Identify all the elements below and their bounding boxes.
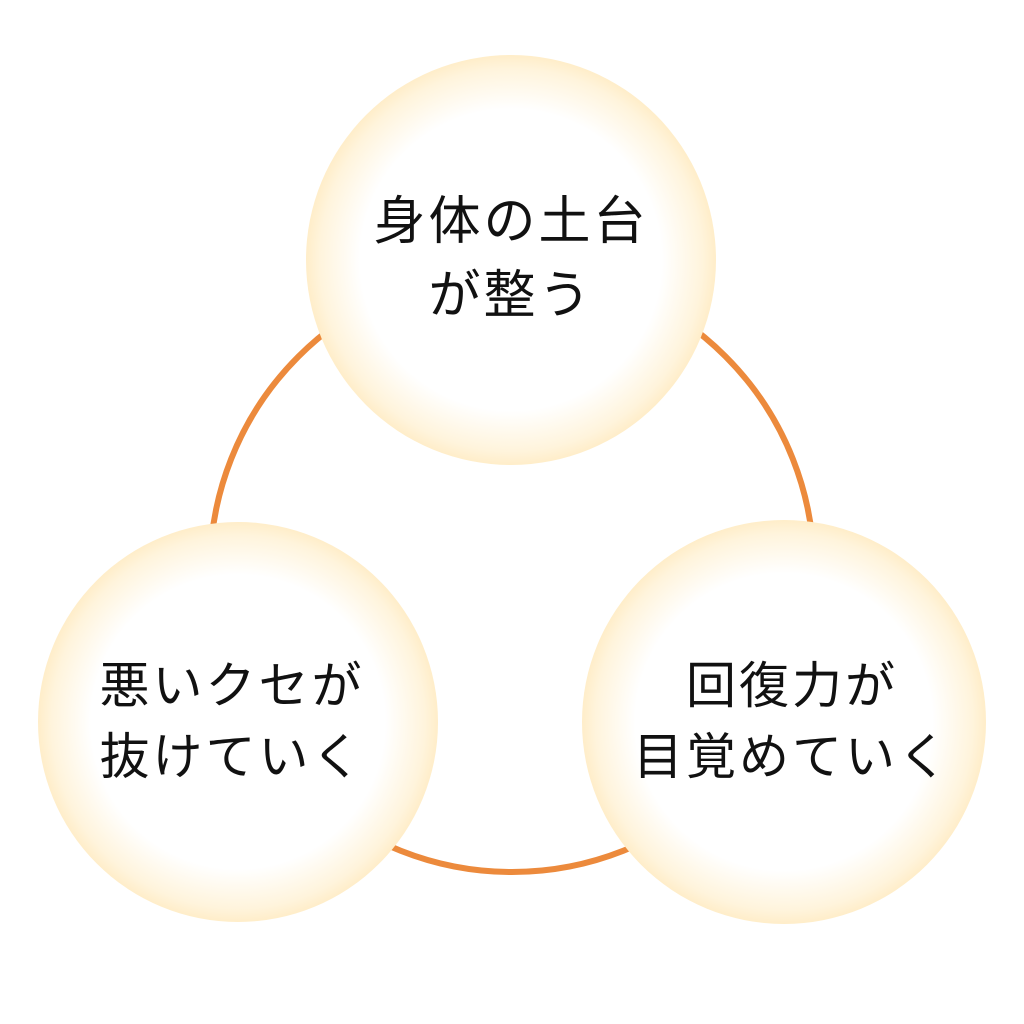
node-foundation: 身体の土台 が整う — [306, 55, 716, 465]
node-bad-habits: 悪いクセが 抜けていく — [38, 522, 438, 922]
node-foundation-line-2: が整う — [428, 266, 594, 326]
node-bad-habits-line-1: 悪いクセが — [99, 657, 365, 715]
node-recovery: 回復力が 目覚めていく — [582, 520, 986, 924]
node-recovery-line-2: 目覚めていく — [633, 728, 951, 786]
node-bad-habits-line-2: 抜けていく — [99, 728, 365, 786]
node-foundation-line-1: 身体の土台 — [373, 192, 649, 253]
node-recovery-line-1: 回復力が — [686, 657, 898, 715]
